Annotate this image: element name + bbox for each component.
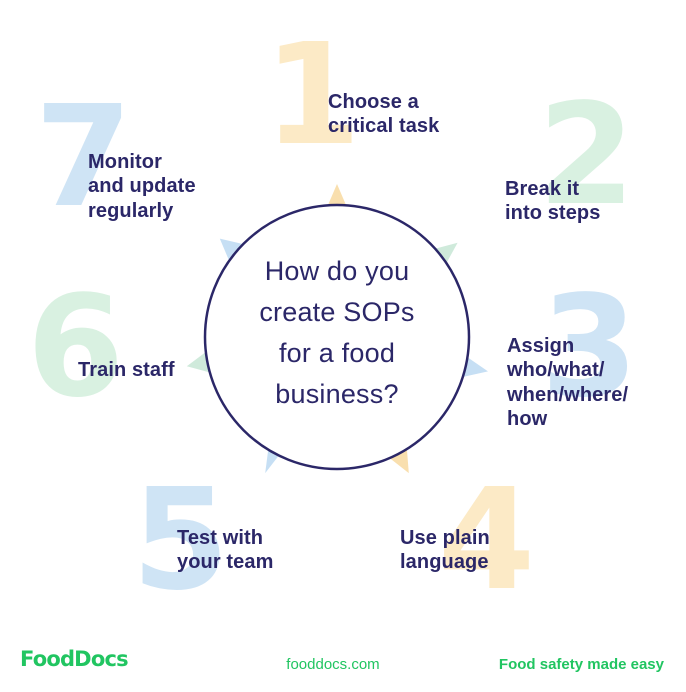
step-label-6: Train staff xyxy=(78,359,175,381)
step-number-6: 6 xyxy=(26,266,124,429)
triangle-bottom-left-icon xyxy=(265,432,297,474)
step-number-7: 7 xyxy=(34,76,132,239)
center-question: How do you create SOPs for a food busine… xyxy=(259,256,415,410)
footer-url: fooddocs.com xyxy=(286,656,380,673)
step-number-5: 5 xyxy=(131,459,229,622)
step-label-4: Use plain language xyxy=(400,527,490,574)
footer-tagline: Food safety made easy xyxy=(498,656,664,673)
center-circle xyxy=(203,203,471,471)
step-label-2: Break it into steps xyxy=(505,178,601,225)
step-number-1: 1 xyxy=(263,14,361,177)
step-label-7: Monitor and update regularly xyxy=(88,151,196,222)
step-number-3: 3 xyxy=(540,266,638,429)
step-number-2: 2 xyxy=(537,74,635,237)
step-label-3: Assign who/what/ when/where/ how xyxy=(507,335,629,431)
fooddocs-logo: FoodDocs xyxy=(20,647,129,671)
step-label-5: Test with your team xyxy=(177,527,274,574)
step-label-1: Choose a critical task xyxy=(328,91,440,138)
step-number-4: 4 xyxy=(437,459,535,622)
